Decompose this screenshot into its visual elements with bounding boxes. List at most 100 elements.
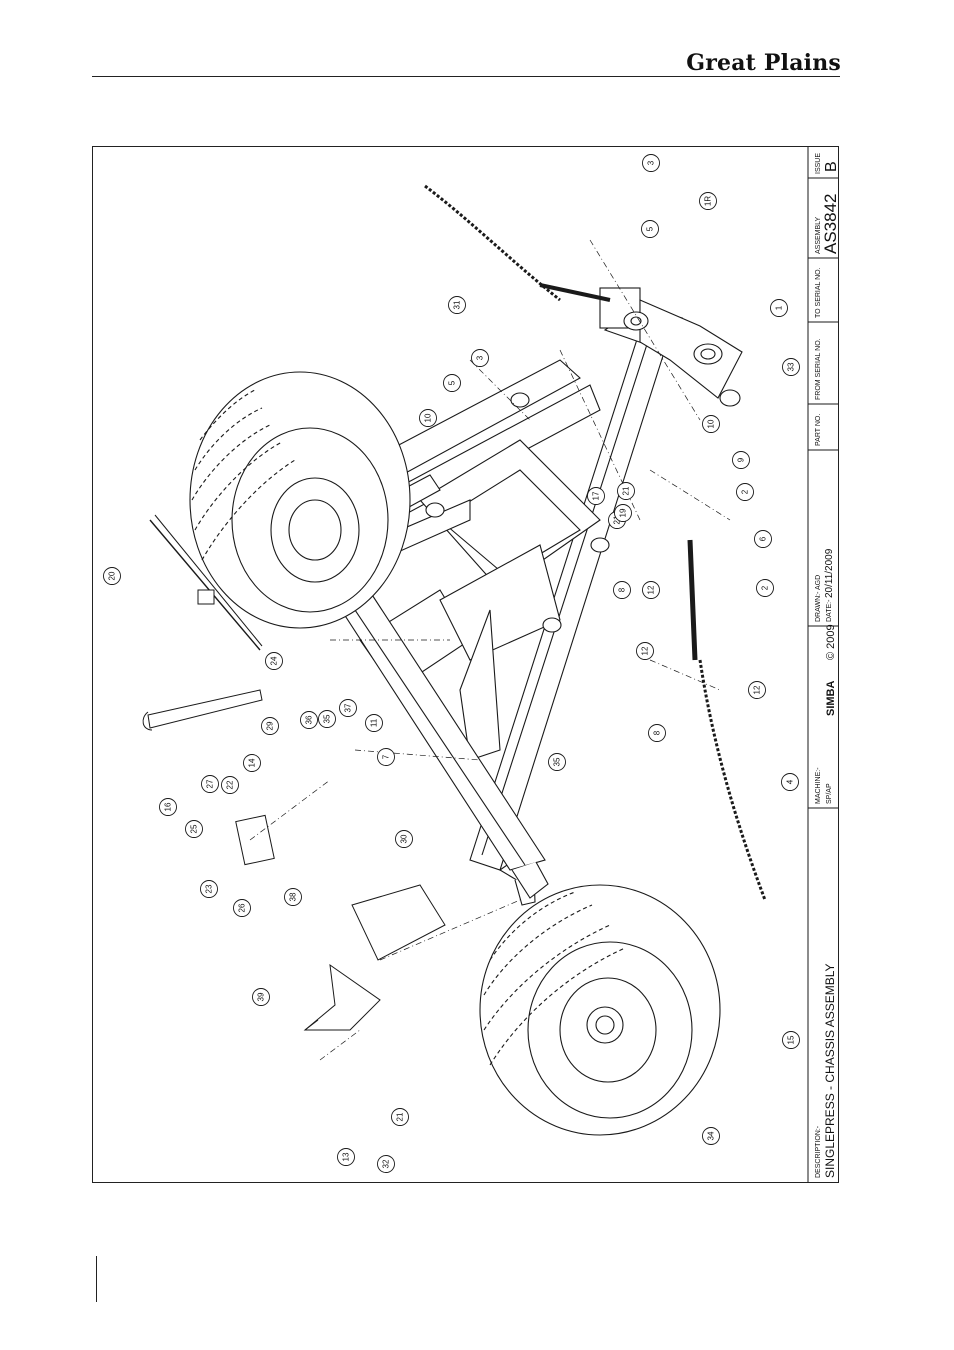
- header-rule: [92, 76, 840, 77]
- callout-number: 34: [707, 1131, 716, 1140]
- ratchet-strap: [149, 514, 263, 651]
- brand-logo: Great Plains: [686, 50, 841, 76]
- callout-number: 24: [270, 656, 279, 665]
- upper-wheel: [189, 371, 411, 629]
- callout-circle: [736, 483, 754, 501]
- callout-number: 38: [289, 892, 298, 901]
- callout-number: 2: [761, 585, 770, 590]
- jack-handle: [142, 689, 263, 731]
- callout-number: 21: [396, 1112, 405, 1121]
- callout-number: 21: [622, 486, 631, 495]
- callout-number: 37: [344, 703, 353, 712]
- callout-circle: [200, 880, 218, 898]
- callout-number: 22: [226, 780, 235, 789]
- callout-number: 8: [653, 730, 662, 735]
- callout-circle: [471, 349, 489, 367]
- callout-number: 3: [647, 160, 656, 165]
- callout-circle: [641, 220, 659, 238]
- callout-circle: [613, 581, 631, 599]
- callout-number: 9: [737, 457, 746, 462]
- tow-chain-top: [424, 184, 611, 302]
- lighting-bracket: [303, 963, 381, 1031]
- callout-number: 4: [786, 779, 795, 784]
- callout-circle: [337, 1148, 355, 1166]
- callout-circle: [395, 830, 413, 848]
- callout-circle: [748, 681, 766, 699]
- callout-circle: [339, 699, 357, 717]
- callout-number: 7: [382, 754, 391, 759]
- callout-number: 21: [613, 515, 622, 524]
- callout-number: 5: [448, 380, 457, 385]
- title-block: [807, 147, 838, 1182]
- callout-number: 35: [553, 757, 562, 766]
- callout-circle: [391, 1108, 409, 1126]
- callout-number: 33: [787, 362, 796, 371]
- to-serial-label: TO SERIAL NO.: [815, 267, 822, 318]
- callout-circle: [754, 530, 772, 548]
- callout-number: 12: [647, 585, 656, 594]
- callout-number: 15: [787, 1035, 796, 1044]
- callout-circle: [365, 714, 383, 732]
- callout-circle: [201, 775, 219, 793]
- machine-label: MACHINE:-: [815, 767, 822, 804]
- callout-circle: [699, 192, 717, 210]
- lower-wheel: [479, 884, 721, 1136]
- callout-number: 27: [206, 779, 215, 788]
- callout-circle: [614, 504, 632, 522]
- callout-circle: [782, 1031, 800, 1049]
- callout-number: 26: [238, 903, 247, 912]
- callout-circle: [318, 710, 336, 728]
- callout-number: 6: [759, 536, 768, 541]
- callout-circle: [377, 1155, 395, 1173]
- callout-circle: [648, 724, 666, 742]
- callout-circle: [284, 888, 302, 906]
- callout-number: 35: [323, 714, 332, 723]
- assembly-value: AS3842: [821, 194, 840, 255]
- callout-circle: [617, 482, 635, 500]
- machine-value: SP/AP: [826, 783, 833, 804]
- callout-number: 36: [305, 715, 314, 724]
- page-edge-mark: [96, 1256, 98, 1302]
- callout-circle: [642, 581, 660, 599]
- simba-logo: SIMBA: [825, 681, 837, 717]
- callout-circle: [159, 798, 177, 816]
- callout-number: 8: [618, 587, 627, 592]
- callout-number: 10: [424, 413, 433, 422]
- callout-circle: [443, 374, 461, 392]
- from-serial-label: FROM SERIAL NO.: [815, 338, 822, 400]
- date-label: DATE:-: [826, 599, 833, 622]
- hitch-bracket: [235, 814, 275, 866]
- callout-number: 16: [164, 802, 173, 811]
- callout-circle: [377, 748, 395, 766]
- callout-circle: [300, 711, 318, 729]
- callout-circle: [702, 1127, 720, 1145]
- callout-number: 31: [453, 300, 462, 309]
- callout-circle: [103, 567, 121, 585]
- callout-number: 1: [775, 305, 784, 310]
- mudguard-cover: [351, 884, 446, 961]
- drawn-label: DRAWN:- AGD: [815, 575, 822, 622]
- callout-circle: [587, 487, 605, 505]
- callout-circle: [233, 899, 251, 917]
- title-block-text: DESCRIPTION:- SINGLEPRESS - CHASSIS ASSE…: [815, 153, 840, 1178]
- callout-number: 30: [400, 834, 409, 843]
- callout-circle: [448, 296, 466, 314]
- callout-circle: [243, 754, 261, 772]
- callout-number: 32: [382, 1159, 391, 1168]
- callout-circle: [770, 299, 788, 317]
- callout-circle: [756, 579, 774, 597]
- callout-circle: [265, 652, 283, 670]
- callout-number: 14: [248, 758, 257, 767]
- assembly-lines: [249, 239, 731, 1061]
- callout-circle: [261, 717, 279, 735]
- part-no-label: PART NO.: [815, 414, 822, 446]
- issue-value: B: [823, 161, 840, 172]
- callout-circle: [702, 415, 720, 433]
- callout-number: 13: [342, 1152, 351, 1161]
- callout-circle: [642, 154, 660, 172]
- callout-number: 2: [741, 489, 750, 494]
- callout-number: 11: [370, 718, 379, 727]
- callout-circle: [185, 820, 203, 838]
- safety-chain: [687, 539, 767, 901]
